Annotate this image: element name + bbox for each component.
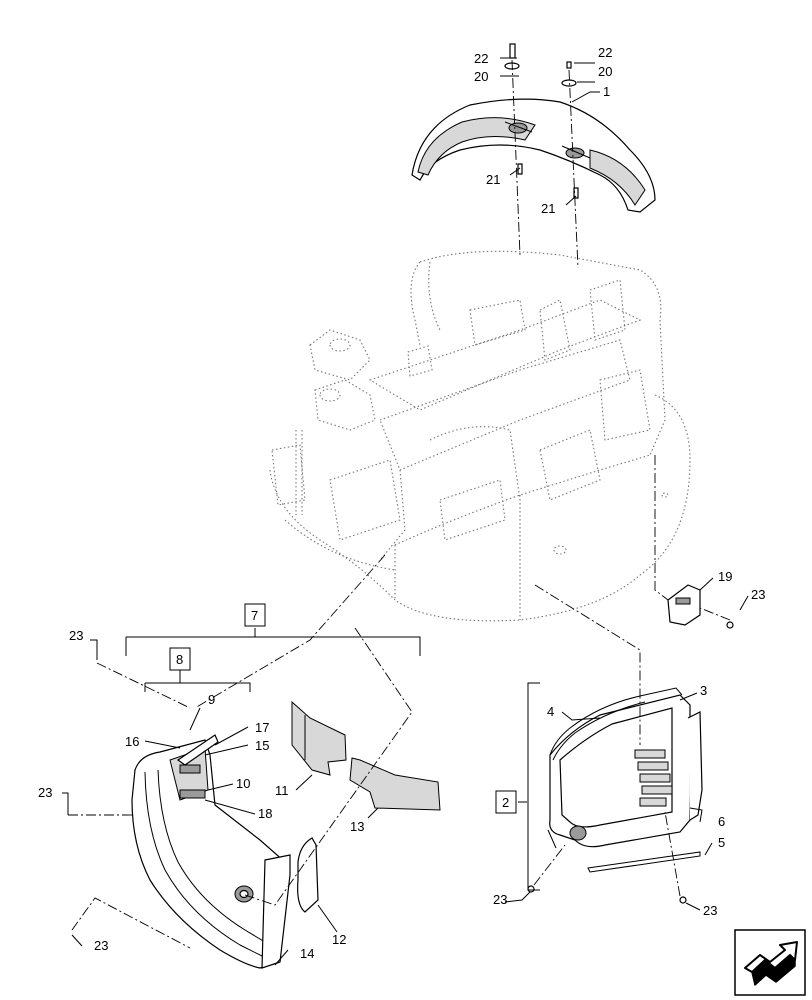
callout-19: 19 (718, 569, 732, 584)
callout-15: 15 (255, 738, 269, 753)
callout-13: 13 (350, 819, 364, 834)
callout-23-right-top: 23 (751, 587, 765, 602)
callout-23-left-bottom: 23 (94, 938, 108, 953)
callout-5: 5 (718, 835, 725, 850)
callout-22-right: 22 (598, 45, 612, 60)
callout-23-right-bottom-right: 23 (703, 903, 717, 918)
parts-11-12-13-pads (291, 700, 441, 913)
boxed-callout-7 (244, 603, 266, 627)
callout-2: 2 (502, 795, 509, 810)
callout-9: 9 (208, 692, 215, 707)
callout-16: 16 (125, 734, 139, 749)
boxed-callout-8 (169, 647, 191, 671)
top-fastener-hardware (504, 43, 579, 269)
callout-4: 4 (547, 704, 554, 719)
callout-1: 1 (603, 84, 610, 99)
callout-21-left: 21 (486, 172, 500, 187)
callout-20-right: 20 (598, 64, 612, 79)
callout-23-right-bottom-left: 23 (493, 892, 507, 907)
callout-labels: 22 20 22 20 1 21 21 19 23 7 23 8 3 9 4 1… (38, 45, 765, 961)
callout-21-right: 21 (541, 201, 555, 216)
callout-12: 12 (332, 932, 346, 947)
part-19-bracket (654, 455, 734, 629)
arrow-icon[interactable] (734, 929, 806, 996)
callout-20-left: 20 (474, 69, 488, 84)
callout-18: 18 (258, 806, 272, 821)
machine-frame-phantom (269, 250, 691, 622)
callout-22-left: 22 (474, 51, 488, 66)
callout-8: 8 (176, 652, 183, 667)
leader-dash-lines (68, 554, 731, 949)
callout-11: 11 (275, 783, 289, 798)
callout-23-left-mid: 23 (38, 785, 52, 800)
part-1-top-cover (411, 98, 656, 213)
part-14-counterweight (131, 734, 291, 969)
callout-23-left-top: 23 (69, 628, 83, 643)
callout-6: 6 (718, 814, 725, 829)
callout-3: 3 (700, 683, 707, 698)
boxed-callout-2 (495, 790, 517, 814)
callout-14: 14 (300, 946, 314, 961)
callout-7: 7 (251, 608, 258, 623)
part-2-side-panel-assembly (527, 584, 703, 904)
callout-17: 17 (255, 720, 269, 735)
leader-lines (62, 57, 749, 966)
callout-10: 10 (236, 776, 250, 791)
